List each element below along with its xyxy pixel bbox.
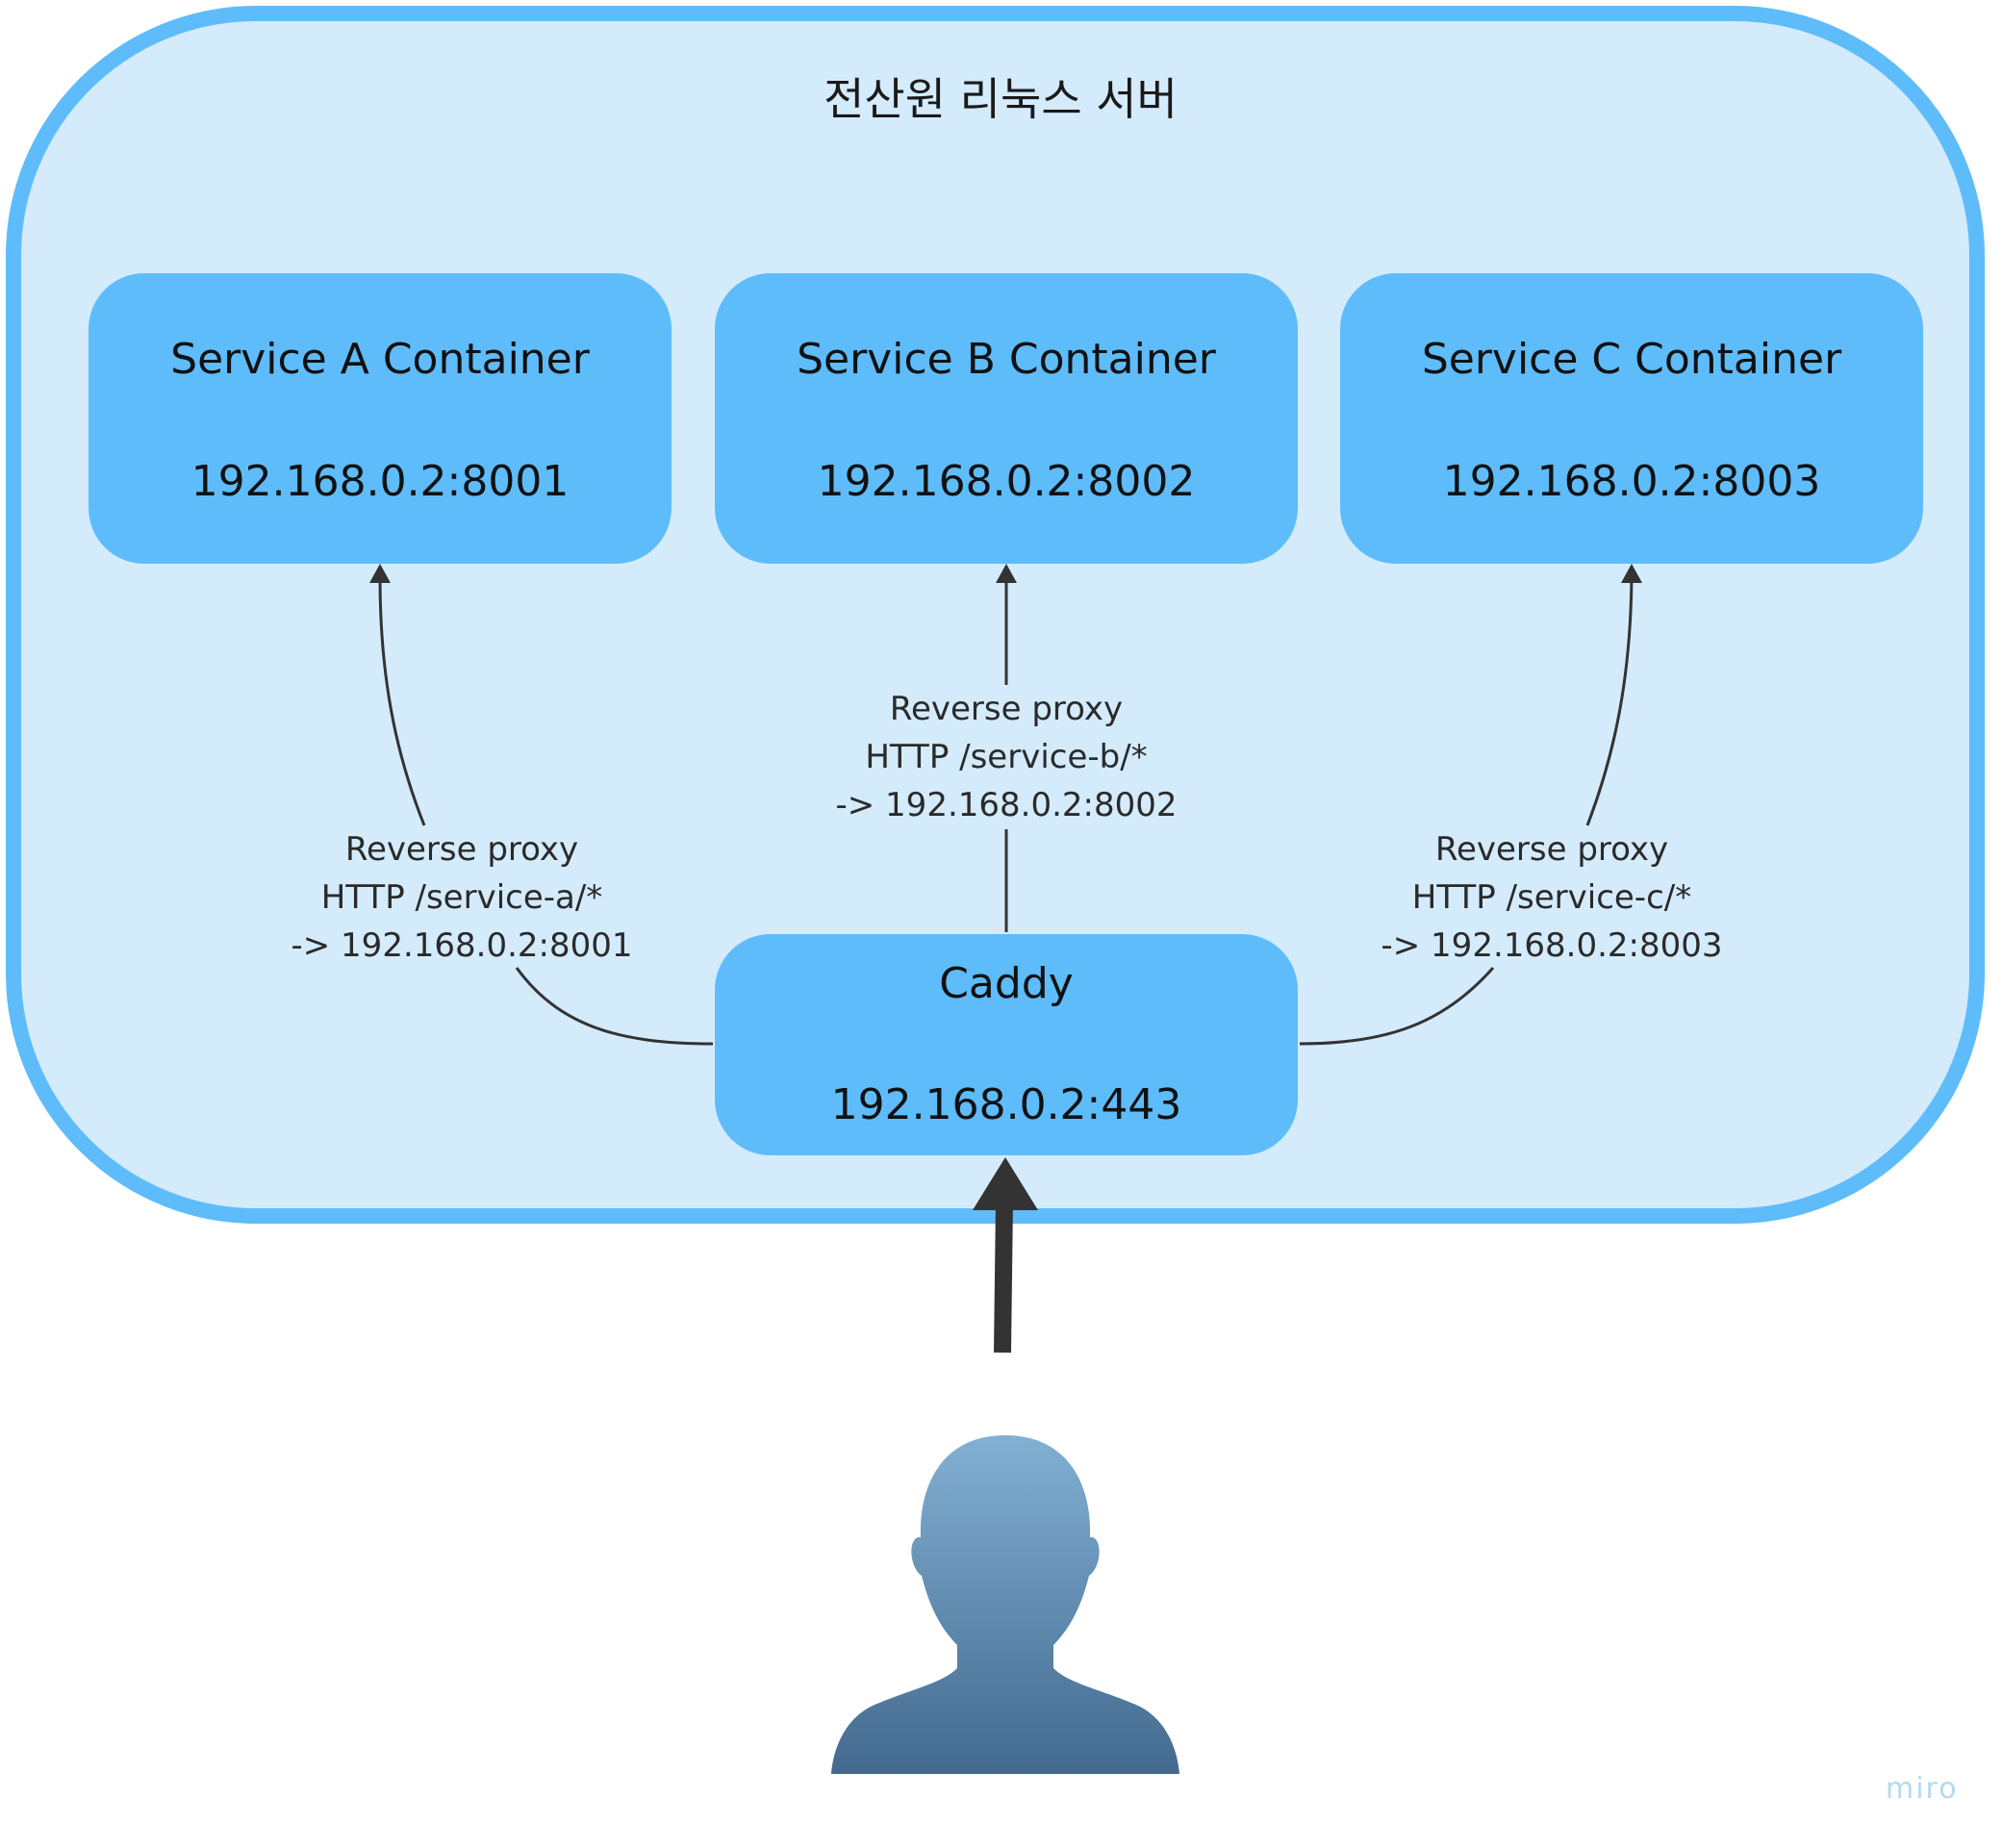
edge-label-line: -> 192.168.0.2:8001 (291, 926, 633, 965)
edge-label-line: -> 192.168.0.2:8002 (835, 786, 1178, 824)
caddy-name: Caddy (939, 959, 1074, 1008)
arrowhead-service-c (1621, 564, 1642, 583)
edge-label-line: HTTP /service-b/* (865, 738, 1148, 776)
caddy-address: 192.168.0.2:443 (830, 1080, 1182, 1129)
edge-label-service-c: Reverse proxy HTTP /service-c/* -> 192.1… (1379, 825, 1725, 970)
edge-label-line: -> 192.168.0.2:8003 (1381, 926, 1723, 965)
service-b-container[interactable]: Service B Container 192.168.0.2:8002 (715, 273, 1298, 564)
edge-label-line: Reverse proxy (1434, 830, 1669, 869)
person-icon (831, 1435, 1179, 1774)
service-a-name: Service A Container (170, 335, 590, 384)
service-b-name: Service B Container (797, 335, 1216, 384)
user-request-arrowhead (973, 1157, 1038, 1210)
connector-to-service-c-upper (1585, 576, 1634, 826)
server-title: 전산원 리눅스 서버 (824, 73, 1178, 125)
edge-label-line: HTTP /service-c/* (1411, 878, 1692, 917)
edge-label-service-a: Reverse proxy HTTP /service-a/* -> 192.1… (289, 825, 635, 970)
connector-to-service-a (515, 967, 714, 1046)
service-a-container[interactable]: Service A Container 192.168.0.2:8001 (89, 273, 672, 564)
edge-label-line: Reverse proxy (889, 690, 1124, 728)
caddy-node[interactable]: Caddy 192.168.0.2:443 (715, 934, 1298, 1155)
user-request-arrow (994, 1202, 1013, 1354)
arrowhead-service-a (369, 564, 391, 583)
service-c-name: Service C Container (1421, 335, 1842, 384)
service-b-address: 192.168.0.2:8002 (817, 457, 1196, 506)
connector-to-service-a-upper (378, 576, 426, 826)
service-a-address: 192.168.0.2:8001 (190, 457, 570, 506)
miro-watermark: miro (1886, 1772, 1959, 1806)
edge-label-service-b: Reverse proxy HTTP /service-b/* -> 192.1… (833, 685, 1179, 829)
edge-label-line: HTTP /service-a/* (320, 878, 603, 917)
service-c-container[interactable]: Service C Container 192.168.0.2:8003 (1340, 273, 1923, 564)
edge-label-line: Reverse proxy (344, 830, 579, 869)
service-c-address: 192.168.0.2:8003 (1442, 457, 1821, 506)
connector-to-service-c (1299, 967, 1495, 1046)
arrowhead-service-b (996, 564, 1017, 583)
